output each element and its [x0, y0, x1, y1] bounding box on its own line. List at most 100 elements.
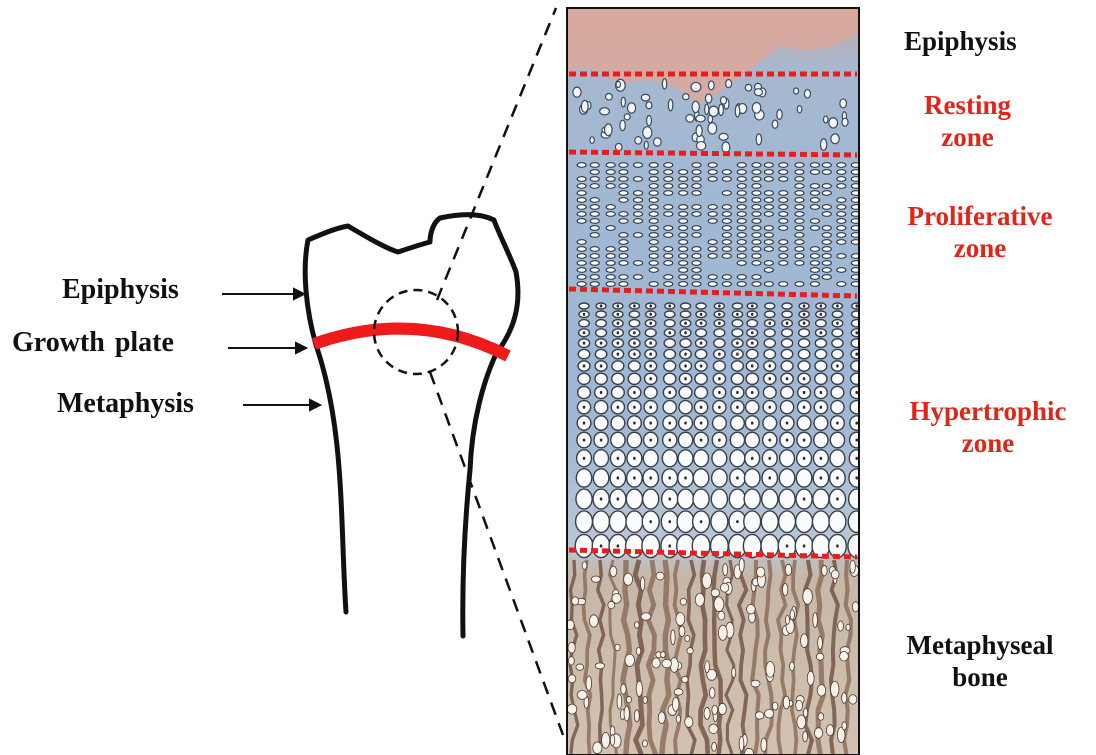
cell-mark: [581, 100, 588, 112]
cell-mark: [700, 322, 703, 325]
cell-mark: [818, 713, 824, 720]
cell-mark: [831, 401, 844, 414]
cell-mark: [736, 520, 739, 523]
cell-mark: [590, 137, 594, 143]
cell-mark: [692, 282, 701, 287]
cell-mark: [656, 572, 664, 580]
cell-mark: [752, 240, 761, 245]
cell-mark: [634, 205, 643, 210]
cell-mark: [816, 320, 827, 327]
cell-mark: [629, 320, 640, 327]
cell-mark: [708, 219, 717, 224]
cell-mark: [779, 226, 788, 231]
cell-mark: [636, 647, 641, 655]
cell-mark: [752, 184, 761, 189]
bone-outline: [305, 215, 518, 637]
cell-mark: [786, 544, 789, 547]
cell-mark: [726, 80, 732, 88]
cell-mark: [851, 320, 862, 327]
cell-mark: [664, 163, 673, 168]
cell-mark: [779, 212, 788, 217]
cell-mark: [616, 81, 620, 87]
cell-mark: [718, 703, 726, 714]
cell-mark: [700, 438, 703, 441]
cell-mark: [822, 240, 831, 245]
cell-mark: [692, 268, 701, 273]
zoom-guide-bottom: [430, 372, 563, 735]
cell-mark: [576, 489, 592, 509]
cell-mark: [636, 681, 642, 696]
cell-mark: [832, 311, 842, 318]
cell-mark: [779, 240, 788, 245]
cell-mark: [722, 205, 731, 210]
cell-mark: [786, 438, 789, 441]
cell-mark: [735, 105, 740, 117]
cell-mark: [779, 511, 796, 532]
cell-mark: [718, 353, 721, 356]
cell-mark: [634, 275, 643, 280]
cell-mark: [615, 644, 620, 651]
cell-mark: [606, 163, 615, 168]
cell-mark: [779, 191, 788, 196]
cell-mark: [694, 450, 709, 467]
cell-mark: [642, 740, 647, 747]
cell-mark: [577, 691, 587, 700]
cell-mark: [624, 573, 633, 585]
cell-mark: [664, 361, 676, 371]
cell-mark: [796, 511, 813, 532]
cell-mark: [751, 457, 754, 460]
cell-mark: [799, 329, 810, 337]
cell-mark: [664, 349, 676, 358]
cell-mark: [713, 416, 727, 430]
cell-mark: [692, 191, 701, 196]
cell-mark: [594, 450, 609, 467]
cell-mark: [662, 450, 677, 467]
cell-mark: [822, 275, 831, 280]
cell-mark: [795, 233, 804, 238]
cell-mark: [747, 604, 756, 613]
cell-mark: [810, 268, 819, 273]
cell-mark: [737, 282, 746, 287]
cell-mark: [634, 163, 643, 168]
cell-mark: [794, 88, 799, 94]
cell-mark: [837, 212, 846, 217]
cell-mark: [772, 702, 778, 710]
cell-mark: [810, 254, 819, 259]
cell-mark: [619, 191, 628, 196]
cell-mark: [668, 304, 671, 307]
cell-mark: [583, 364, 586, 367]
cell-mark: [746, 401, 759, 414]
cell-mark: [615, 143, 622, 150]
label-growth-plate: Growth plate: [12, 327, 174, 359]
cell-mark: [815, 349, 827, 358]
cell-mark: [730, 432, 744, 448]
cell-mark: [764, 212, 773, 217]
cell-mark: [713, 361, 725, 371]
cell-mark: [687, 648, 693, 654]
cell-mark: [700, 520, 703, 523]
cell-mark: [711, 589, 720, 597]
cell-mark: [752, 282, 761, 287]
cell-mark: [600, 108, 610, 115]
cell-mark: [577, 212, 586, 217]
cell-mark: [813, 613, 818, 628]
cell-mark: [764, 163, 773, 168]
cell-mark: [594, 401, 607, 414]
cell-mark: [575, 534, 593, 557]
cell-mark: [617, 331, 620, 334]
cell-mark: [668, 421, 671, 424]
cell-mark: [679, 247, 688, 252]
cell-mark: [626, 511, 643, 532]
cell-mark: [855, 438, 858, 441]
cell-mark: [661, 652, 666, 658]
cell-mark: [846, 624, 850, 631]
cell-mark: [722, 226, 731, 231]
cell-mark: [820, 304, 823, 307]
cell-mark: [684, 353, 687, 356]
cell-mark: [737, 226, 746, 231]
cell-mark: [624, 114, 630, 120]
cell-mark: [732, 320, 743, 327]
cell-mark: [577, 261, 586, 266]
cell-mark: [779, 219, 788, 224]
